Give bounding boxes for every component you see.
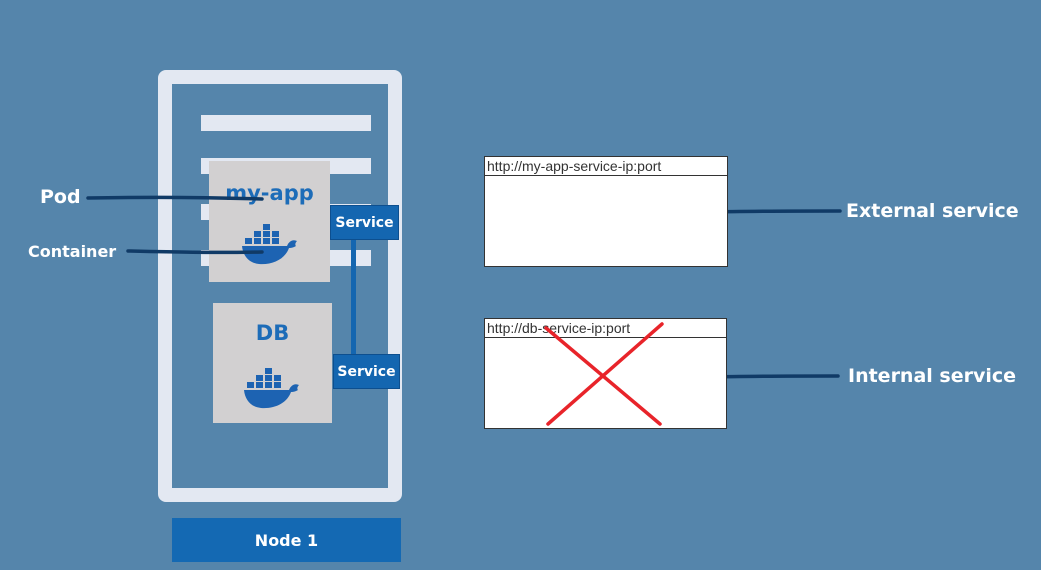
container-pointer-line <box>126 249 264 255</box>
url-bar-external[interactable]: http://my-app-service-ip:port <box>485 157 727 176</box>
pod-title: my-app <box>225 181 314 205</box>
pod-pointer-line <box>86 195 264 201</box>
external-service-label: External service <box>846 200 1019 222</box>
service-box-app: Service <box>330 205 399 240</box>
url-bar-internal[interactable]: http://db-service-ip:port <box>485 319 726 338</box>
internal-service-label: Internal service <box>848 365 1017 387</box>
node-label: Node 1 <box>172 518 401 562</box>
browser-window-external: http://my-app-service-ip:port <box>484 156 728 267</box>
docker-whale-icon <box>244 368 299 409</box>
internal-pointer-line <box>706 374 840 379</box>
red-cross-icon <box>544 322 664 426</box>
service-box-db: Service <box>333 354 400 389</box>
pod-my-app: my-app <box>209 161 330 282</box>
pod-db: DB <box>213 303 332 423</box>
node-frame <box>158 70 402 502</box>
docker-whale-icon <box>242 224 297 265</box>
service-connector-line <box>351 238 356 358</box>
pod-title: DB <box>255 321 290 345</box>
node-bar <box>201 115 371 131</box>
container-label: Container <box>28 242 117 261</box>
pod-label: Pod <box>40 186 81 208</box>
